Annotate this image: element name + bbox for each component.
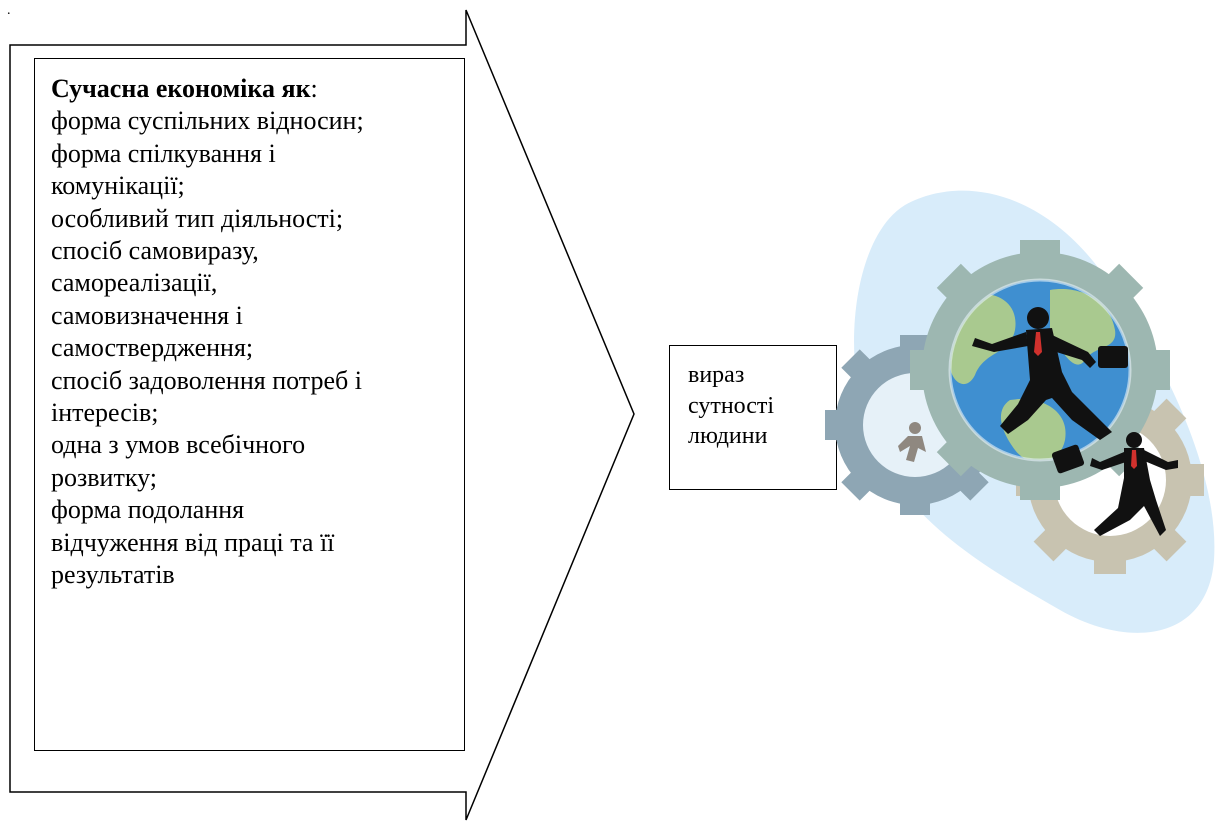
- businessman-small: [1051, 432, 1178, 536]
- list-item: результатів: [51, 560, 175, 590]
- list-item: самоствердження;: [51, 333, 254, 363]
- list-item: форма суспільних відносин;: [51, 106, 364, 136]
- list-item: самореалізації,: [51, 268, 218, 298]
- human-essence-box: вираз сутності людини: [669, 345, 837, 490]
- list-item: форма спілкування і: [51, 138, 276, 168]
- corner-marker: .: [7, 3, 11, 18]
- economy-forms-box: Сучасна економіка як: форма суспільних в…: [34, 58, 465, 751]
- list-item: спосіб задоволення потреб і: [51, 365, 362, 395]
- businessman-large: [972, 307, 1128, 440]
- result-line: вираз: [688, 362, 745, 388]
- list-item: форма подолання: [51, 495, 245, 525]
- list-title: Сучасна економіка як:: [51, 73, 452, 105]
- list-item: інтересів;: [51, 398, 159, 428]
- list-item: комунікації;: [51, 171, 185, 201]
- small-runner: [898, 422, 926, 462]
- list-item: спосіб самовиразу,: [51, 236, 259, 266]
- result-line: людини: [688, 423, 768, 449]
- list-item: відчуження від праці та її: [51, 527, 335, 557]
- list-title-bold: Сучасна економіка як: [51, 74, 311, 103]
- list-item: самовизначення і: [51, 300, 243, 330]
- list-item: розвитку;: [51, 462, 157, 492]
- list-item: одна з умов всебічного: [51, 430, 306, 460]
- list-title-colon: :: [310, 74, 318, 103]
- result-line: сутності: [688, 392, 775, 419]
- list-item: особливий тип діяльності;: [51, 203, 344, 233]
